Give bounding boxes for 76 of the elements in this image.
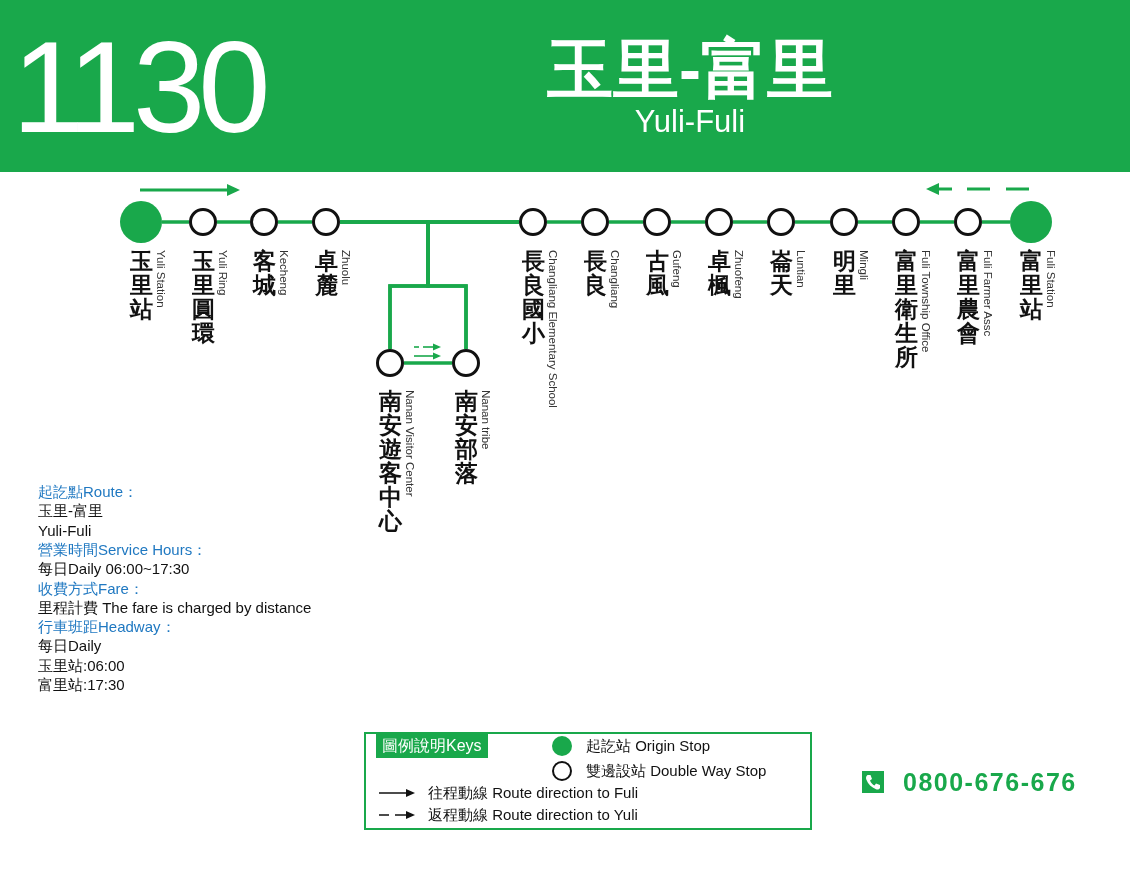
info-heading: 起訖點Route： xyxy=(38,482,139,501)
stop-name-english: Fuli Station xyxy=(1045,250,1057,308)
stop-name: 古風 xyxy=(645,249,669,297)
stop-marker xyxy=(892,208,920,236)
stop-name-english: Nanan Visitor Center xyxy=(404,390,416,497)
stop-name: 卓楓 xyxy=(707,249,731,297)
info-text: 富里站:17:30 xyxy=(38,675,125,694)
stop-name: 富里農會 xyxy=(956,249,980,345)
stop-name-english: Changliang Elementary School xyxy=(547,250,559,408)
stop-name: 玉里站 xyxy=(129,249,153,321)
stop-name: 長良國小 xyxy=(521,249,545,345)
route-line xyxy=(733,220,767,224)
info-heading: 營業時間Service Hours： xyxy=(38,539,208,559)
route-line xyxy=(858,220,892,224)
stop-marker xyxy=(954,208,982,236)
route-line xyxy=(547,220,581,224)
route-line xyxy=(671,220,705,224)
info-text: 每日Daily 06:00~17:30 xyxy=(38,559,190,579)
stop-name-english: Luntian xyxy=(795,250,807,288)
stop-name-english: Nanan tribe xyxy=(480,390,492,450)
route-line xyxy=(404,361,452,365)
route-line xyxy=(609,220,643,224)
stop-name: 長良 xyxy=(583,249,607,297)
stop-name: 玉里圓環 xyxy=(191,249,215,345)
stop-marker xyxy=(519,208,547,236)
info-text: 玉里-富里 xyxy=(38,501,103,521)
stop-name-english: Zhuofeng xyxy=(733,250,745,299)
route-line xyxy=(278,220,312,224)
legend-text: 雙邊設站 Double Way Stop xyxy=(586,761,767,781)
stop-marker xyxy=(767,208,795,236)
legend-text: 往程動線 Route direction to Fuli xyxy=(428,783,639,803)
info-text: 里程計費 The fare is charged by distance xyxy=(38,597,312,617)
stop-name-english: Changliang xyxy=(609,250,621,309)
info-heading: 行車班距Headway： xyxy=(38,617,176,637)
stop-marker xyxy=(705,208,733,236)
stop-name: 南安部落 xyxy=(454,389,478,485)
info-text: Yuli-Fuli xyxy=(38,520,92,540)
origin-stop-marker xyxy=(120,201,162,243)
stop-name: 客城 xyxy=(252,249,276,297)
route-number: 1130 xyxy=(12,13,264,162)
stop-name-english: Mingli xyxy=(858,250,870,281)
route-line xyxy=(217,220,250,224)
legend-text: 返程動線 Route direction to Yuli xyxy=(428,805,638,825)
route-line xyxy=(920,220,954,224)
stop-marker xyxy=(250,208,278,236)
stop-name: 明里 xyxy=(832,249,856,297)
stop-name-english: Zhuolu xyxy=(340,250,352,286)
stop-name-english: Kecheng xyxy=(278,250,290,296)
phone-number: 0800-676-676 xyxy=(903,767,1077,797)
stop-marker xyxy=(830,208,858,236)
stop-marker xyxy=(581,208,609,236)
route-line xyxy=(426,220,519,349)
stop-name-english: Gufeng xyxy=(671,250,683,288)
stop-marker xyxy=(643,208,671,236)
route-line xyxy=(982,220,1010,224)
origin-stop-marker xyxy=(1010,201,1052,243)
stop-marker xyxy=(312,208,340,236)
stop-marker xyxy=(189,208,217,236)
stop-name: 富里站 xyxy=(1019,249,1043,321)
stop-name: 富里衛生所 xyxy=(894,249,918,369)
info-heading: 收費方式Fare： xyxy=(38,578,144,598)
stop-name: 崙天 xyxy=(769,249,793,297)
stop-name: 卓麓 xyxy=(314,249,338,297)
info-text: 玉里站:06:00 xyxy=(38,655,125,675)
stop-name-english: Yuli Station xyxy=(155,250,167,308)
stop-name: 南安遊客中心 xyxy=(378,389,402,533)
legend-title: 圖例說明Keys xyxy=(376,734,488,758)
stop-name-english: Fuli Township Office xyxy=(920,250,932,353)
stop-name-english: Fuli Farmer Assc xyxy=(982,250,994,337)
stop-marker xyxy=(376,349,404,377)
legend-text: 起訖站 Origin Stop xyxy=(586,736,711,756)
info-text: 每日Daily xyxy=(38,636,102,656)
route-line xyxy=(795,220,830,224)
route-line xyxy=(162,220,189,224)
stop-name-english: Yuli Ring xyxy=(217,250,229,296)
stop-marker xyxy=(452,349,480,377)
